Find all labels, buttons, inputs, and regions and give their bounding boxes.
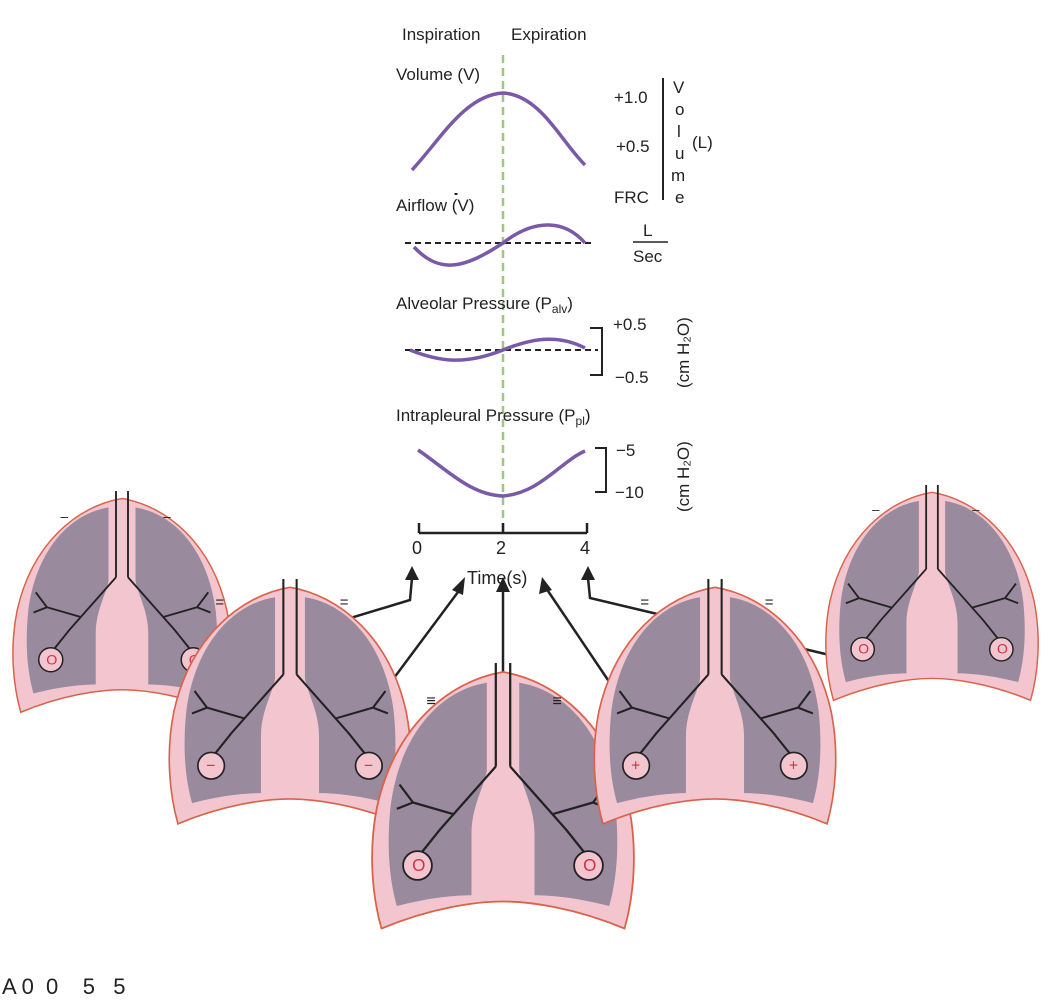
pleural-sign: – [61,509,69,524]
pleural-sign: = [340,594,349,611]
volume-axis-letter-m: m [671,166,685,185]
time-tick-label-2: 2 [496,538,506,558]
alveolar-tick-minus: −0.5 [615,368,649,387]
alveolar-sign-left: O [412,856,425,875]
airflow-unit-numerator: L [643,221,652,240]
volume-tick-1: +1.0 [614,88,648,107]
volume-label: Volume (V) [396,65,480,84]
pointer-arrow-4 [544,587,614,687]
pleural-sign: = [215,594,224,611]
pleural-sign: – [972,502,980,517]
alveolar-pressure-label: Alveolar Pressure (Palv) [396,294,573,316]
lung-at-time-3: = = + + [593,577,837,825]
pleural-sign: ≡ [427,692,436,710]
intrapleural-pressure-curve [417,448,586,498]
alveolar-tick-plus: +0.5 [613,315,647,334]
airflow-label: Airflow (V) [396,196,474,215]
alveolar-sign-left: + [631,758,640,775]
pointer-arrowhead-1 [405,566,419,580]
pleural-sign: = [640,594,649,611]
alveolar-bracket [590,327,603,376]
airflow-unit-denominator: Sec [633,247,663,266]
alveolar-sign-right: + [789,758,798,775]
alveolar-sign-right: O [997,641,1008,657]
volume-axis-letter-u: u [675,144,684,163]
time-tick-label-0: 0 [412,538,422,558]
volume-tick-05: +0.5 [616,137,650,156]
intrapleural-tick-5: −5 [616,441,635,460]
alveolar-sign-right: O [583,856,596,875]
volume-axis-letter-l: l [677,122,681,141]
alveolar-sign-left: − [206,758,215,775]
pointer-arrowhead-4 [539,577,552,594]
airflow-curve [412,223,587,267]
volume-axis-letter-v: V [673,78,685,97]
time-tick-label-4: 4 [580,538,590,558]
alveolar-sign-left: O [858,641,869,657]
lung-at-time-1: = = − − [168,577,412,825]
volume-unit: (L) [692,133,713,152]
alveolar-sign-right: − [364,758,373,775]
alveolar-pressure-curve [409,337,586,362]
pleural-sign: – [163,509,171,524]
volume-axis-letter-o: o [675,100,684,119]
time-axis-label: Time(s) [467,568,527,588]
alveolar-unit: (cm H₂O) [674,317,693,388]
intrapleural-tick-10: −10 [615,483,644,502]
pointer-arrow-2 [386,587,463,687]
pleural-sign: = [765,594,774,611]
lung-at-time-4: – – O O [824,484,1040,702]
pointer-arrowhead-2 [452,577,465,595]
volume-tick-frc: FRC [614,188,649,207]
volume-curve [410,91,587,172]
inspiration-label: Inspiration [402,25,480,44]
pointer-arrowhead-3 [496,577,510,592]
pointer-arrowhead-5 [581,566,595,580]
pleural-sign: ≡ [553,692,562,710]
alveolar-sign-left: O [46,652,57,668]
intrapleural-unit: (cm H₂O) [674,441,693,512]
expiration-label: Expiration [511,25,587,44]
corner-caption: A 0 0 5 5 [2,974,126,999]
lung-at-time-2: ≡ ≡ O O [370,661,636,930]
intrapleural-bracket [595,447,607,493]
intrapleural-pressure-label: Intrapleural Pressure (Ppl) [396,406,591,428]
pleural-sign: – [872,502,880,517]
volume-axis-letter-e: e [675,188,684,207]
